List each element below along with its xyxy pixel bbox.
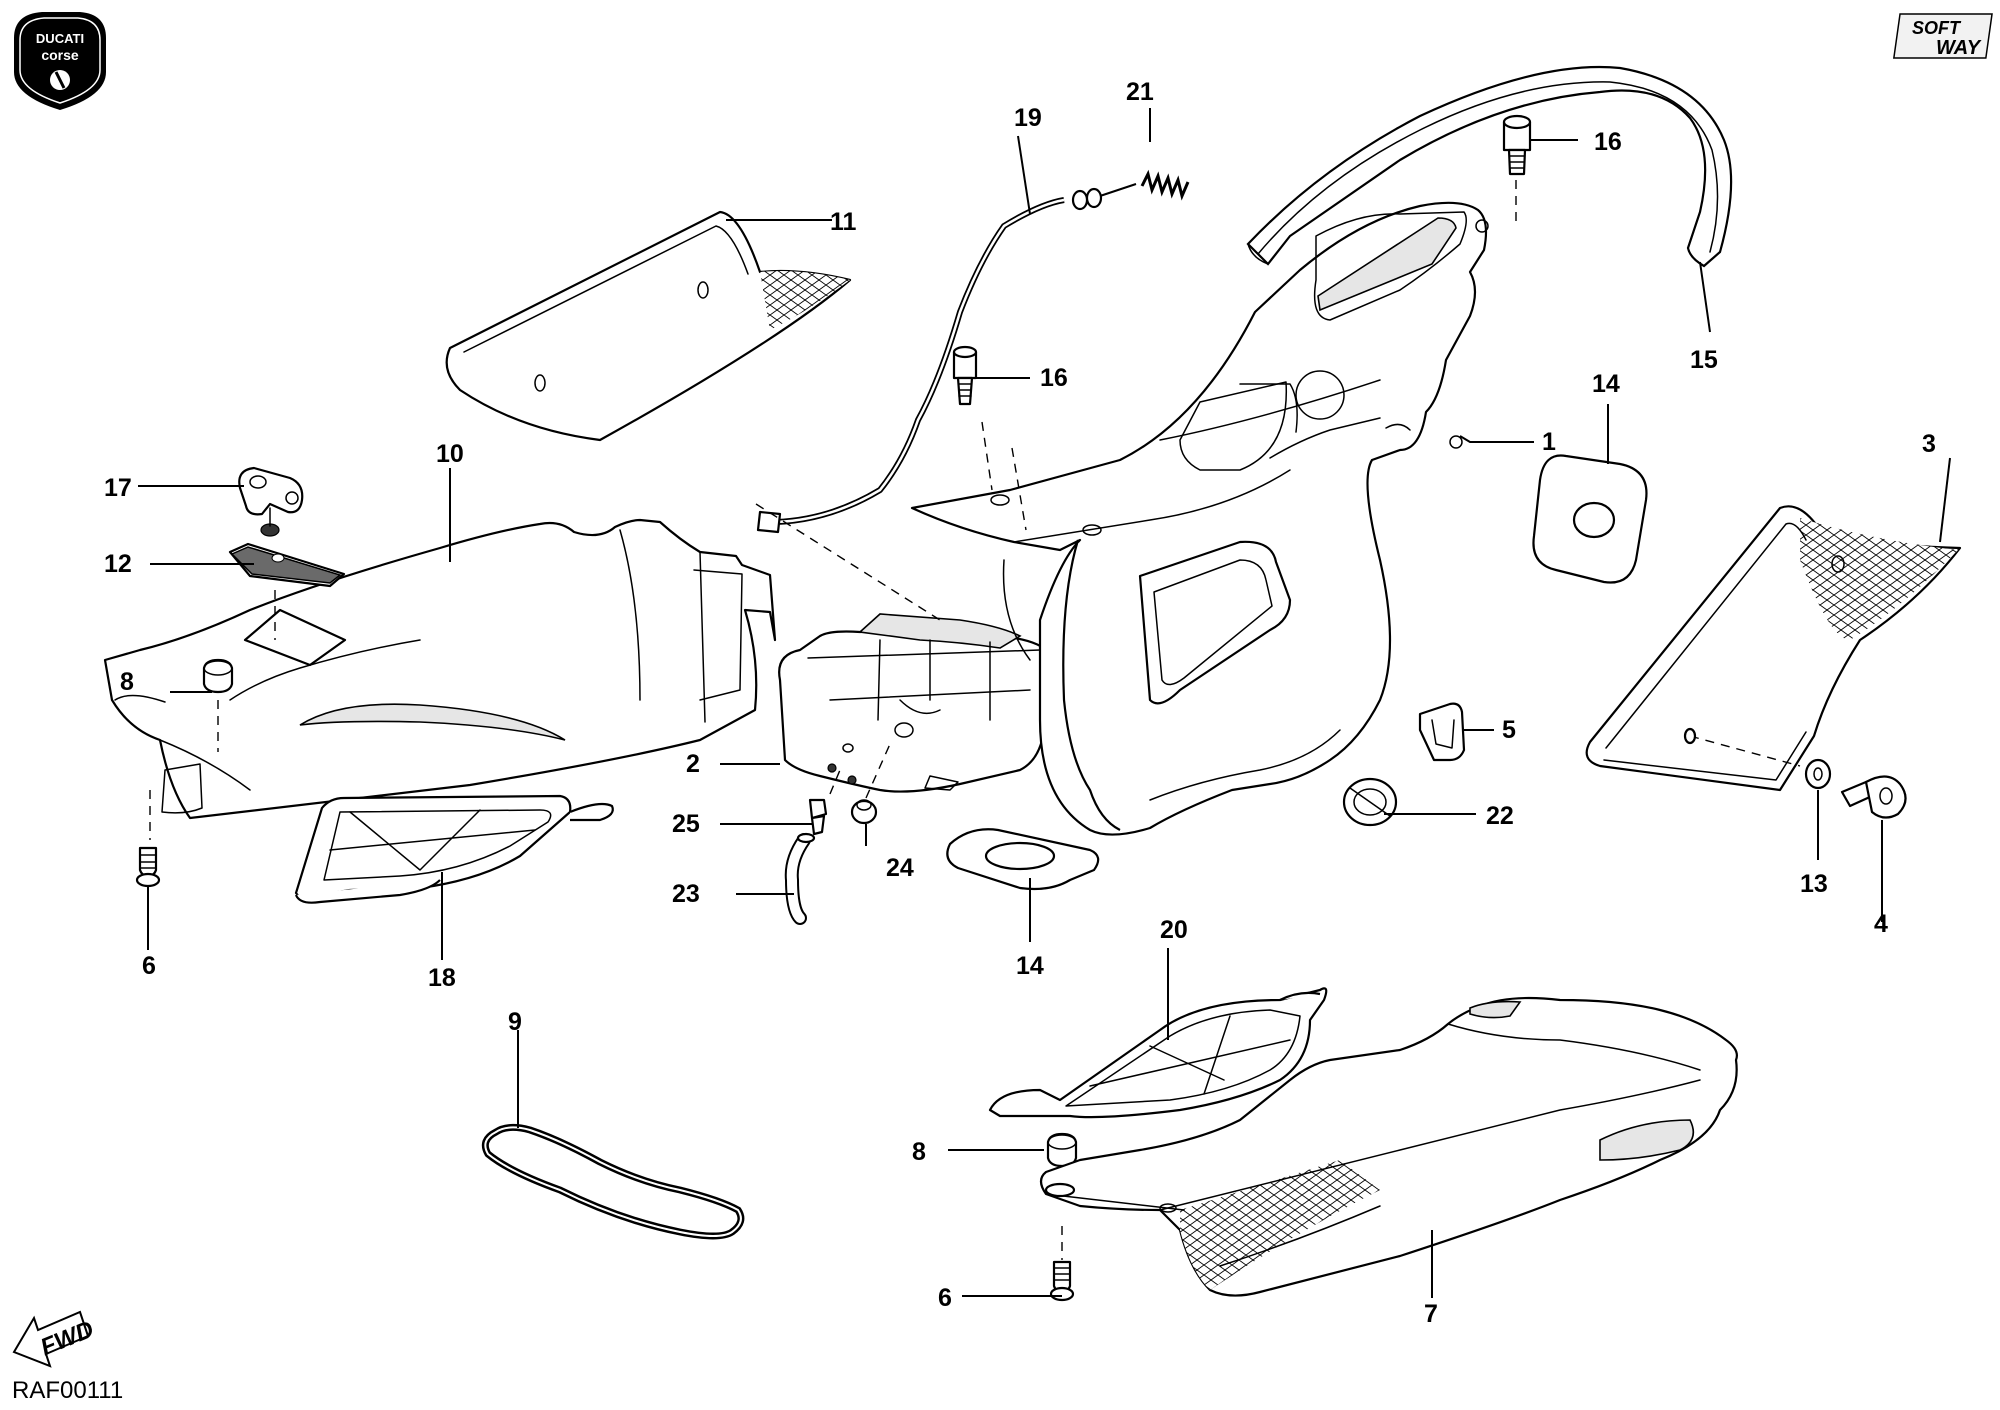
part-17-fastener (238, 466, 304, 537)
part-6-bolt-left (135, 846, 161, 888)
callout-22: 22 (1486, 802, 1514, 830)
part-20-grille (988, 987, 1328, 1119)
part-16-screw-upper (1502, 114, 1532, 176)
part-24-grommet (850, 743, 891, 825)
part-9-seal (481, 1123, 745, 1240)
callout-14-lower: 14 (1016, 952, 1044, 980)
part-3-panel (1585, 505, 1962, 792)
part-11-panel (445, 210, 852, 442)
softway-logo: SOFT WAY (1892, 13, 1993, 59)
part-1-subframe (910, 201, 1489, 836)
callout-11: 11 (830, 208, 857, 236)
part-6-bolt-lower (1049, 1260, 1075, 1302)
callout-21: 21 (1126, 78, 1154, 106)
callout-13: 13 (1800, 870, 1828, 898)
part-18-grille (294, 794, 614, 904)
part-2-tank (778, 613, 1056, 793)
part-10-side-fairing (103, 518, 777, 820)
callout-23: 23 (672, 880, 700, 908)
callout-5: 5 (1502, 716, 1516, 744)
callout-6-left: 6 (142, 952, 156, 980)
callout-25: 25 (672, 810, 700, 838)
callout-16-lower: 16 (1040, 364, 1068, 392)
callout-9: 9 (508, 1008, 522, 1036)
part-16-screw-lower (952, 345, 978, 406)
part-12-plate (228, 542, 346, 588)
callout-18: 18 (428, 964, 456, 992)
leader-lines (138, 108, 1951, 1298)
callout-15: 15 (1690, 346, 1718, 374)
callout-1: 1 (1542, 428, 1556, 456)
part-4-fastener (1840, 775, 1907, 819)
part-8-nut-upper (202, 658, 234, 694)
callout-14-upper: 14 (1592, 370, 1620, 398)
callout-8-lower: 8 (912, 1138, 926, 1166)
callout-4: 4 (1874, 910, 1888, 938)
part-25-fitting (808, 769, 841, 836)
part-15-tube (1246, 65, 1733, 268)
callout-6-lower: 6 (938, 1284, 952, 1312)
callout-16-upper: 16 (1594, 128, 1622, 156)
callout-17: 17 (104, 474, 132, 502)
softway-bottom-text: WAY (1936, 37, 1982, 59)
callout-8-upper: 8 (120, 668, 134, 696)
callout-3: 3 (1922, 430, 1936, 458)
part-5-clip (1418, 702, 1466, 762)
part-21-spring (1140, 169, 1190, 201)
ducati-corse-logo: DUCATI corse (14, 12, 106, 110)
part-19-cable (755, 183, 1137, 621)
callout-labels: 1 2 3 4 5 6 6 7 8 8 9 10 11 12 13 14 14 … (104, 78, 1936, 1328)
callout-20: 20 (1160, 916, 1188, 944)
callout-12: 12 (104, 550, 132, 578)
forward-arrow-icon: FWD (12, 1310, 98, 1368)
part-14-gasket-upper (1532, 454, 1648, 584)
part-14-gasket-lower (946, 828, 1100, 891)
callout-2: 2 (686, 750, 700, 778)
logo-sub-text: corse (41, 47, 79, 63)
part-23-hose (784, 832, 816, 925)
callout-19: 19 (1014, 104, 1042, 132)
logo-brand-text: DUCATI (36, 31, 84, 46)
part-8-nut-lower (1046, 1132, 1078, 1168)
softway-top-text: SOFT (1912, 18, 1962, 38)
part-22-grommet (1342, 777, 1398, 827)
diagram-code: RAF00111 (12, 1377, 123, 1404)
part-13-washer (1804, 758, 1832, 790)
callout-7: 7 (1424, 1300, 1438, 1328)
callout-10: 10 (436, 440, 464, 468)
part-7-tail-section (1039, 996, 1738, 1297)
callout-24: 24 (886, 854, 914, 882)
